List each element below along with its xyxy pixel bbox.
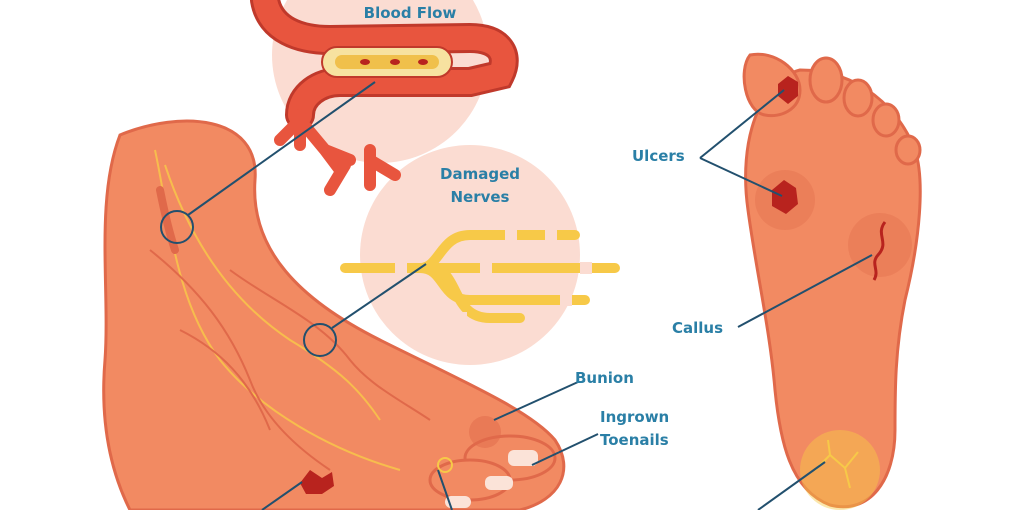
- blood-flow-label: Blood Flow: [363, 4, 457, 22]
- blood-vessel-illustration: [250, 0, 519, 196]
- damaged-nerves-label-line1: Damaged: [440, 165, 520, 183]
- ingrown-toenails-label-line1: Ingrown: [600, 408, 670, 426]
- nerves-magnifier: [360, 145, 580, 365]
- leader-lines: [187, 81, 873, 510]
- side-foot-illustration: [102, 119, 566, 510]
- damaged-nerves-label-line2: Nerves: [450, 188, 510, 206]
- callus-label: Callus: [672, 319, 724, 337]
- sole-foot-illustration: [742, 52, 922, 510]
- bunion-label: Bunion: [575, 369, 634, 387]
- ingrown-toenails-label-line2: Toenails: [600, 431, 669, 449]
- ulcers-label: Ulcers: [632, 147, 685, 165]
- damaged-nerves-illustration: [340, 229, 620, 324]
